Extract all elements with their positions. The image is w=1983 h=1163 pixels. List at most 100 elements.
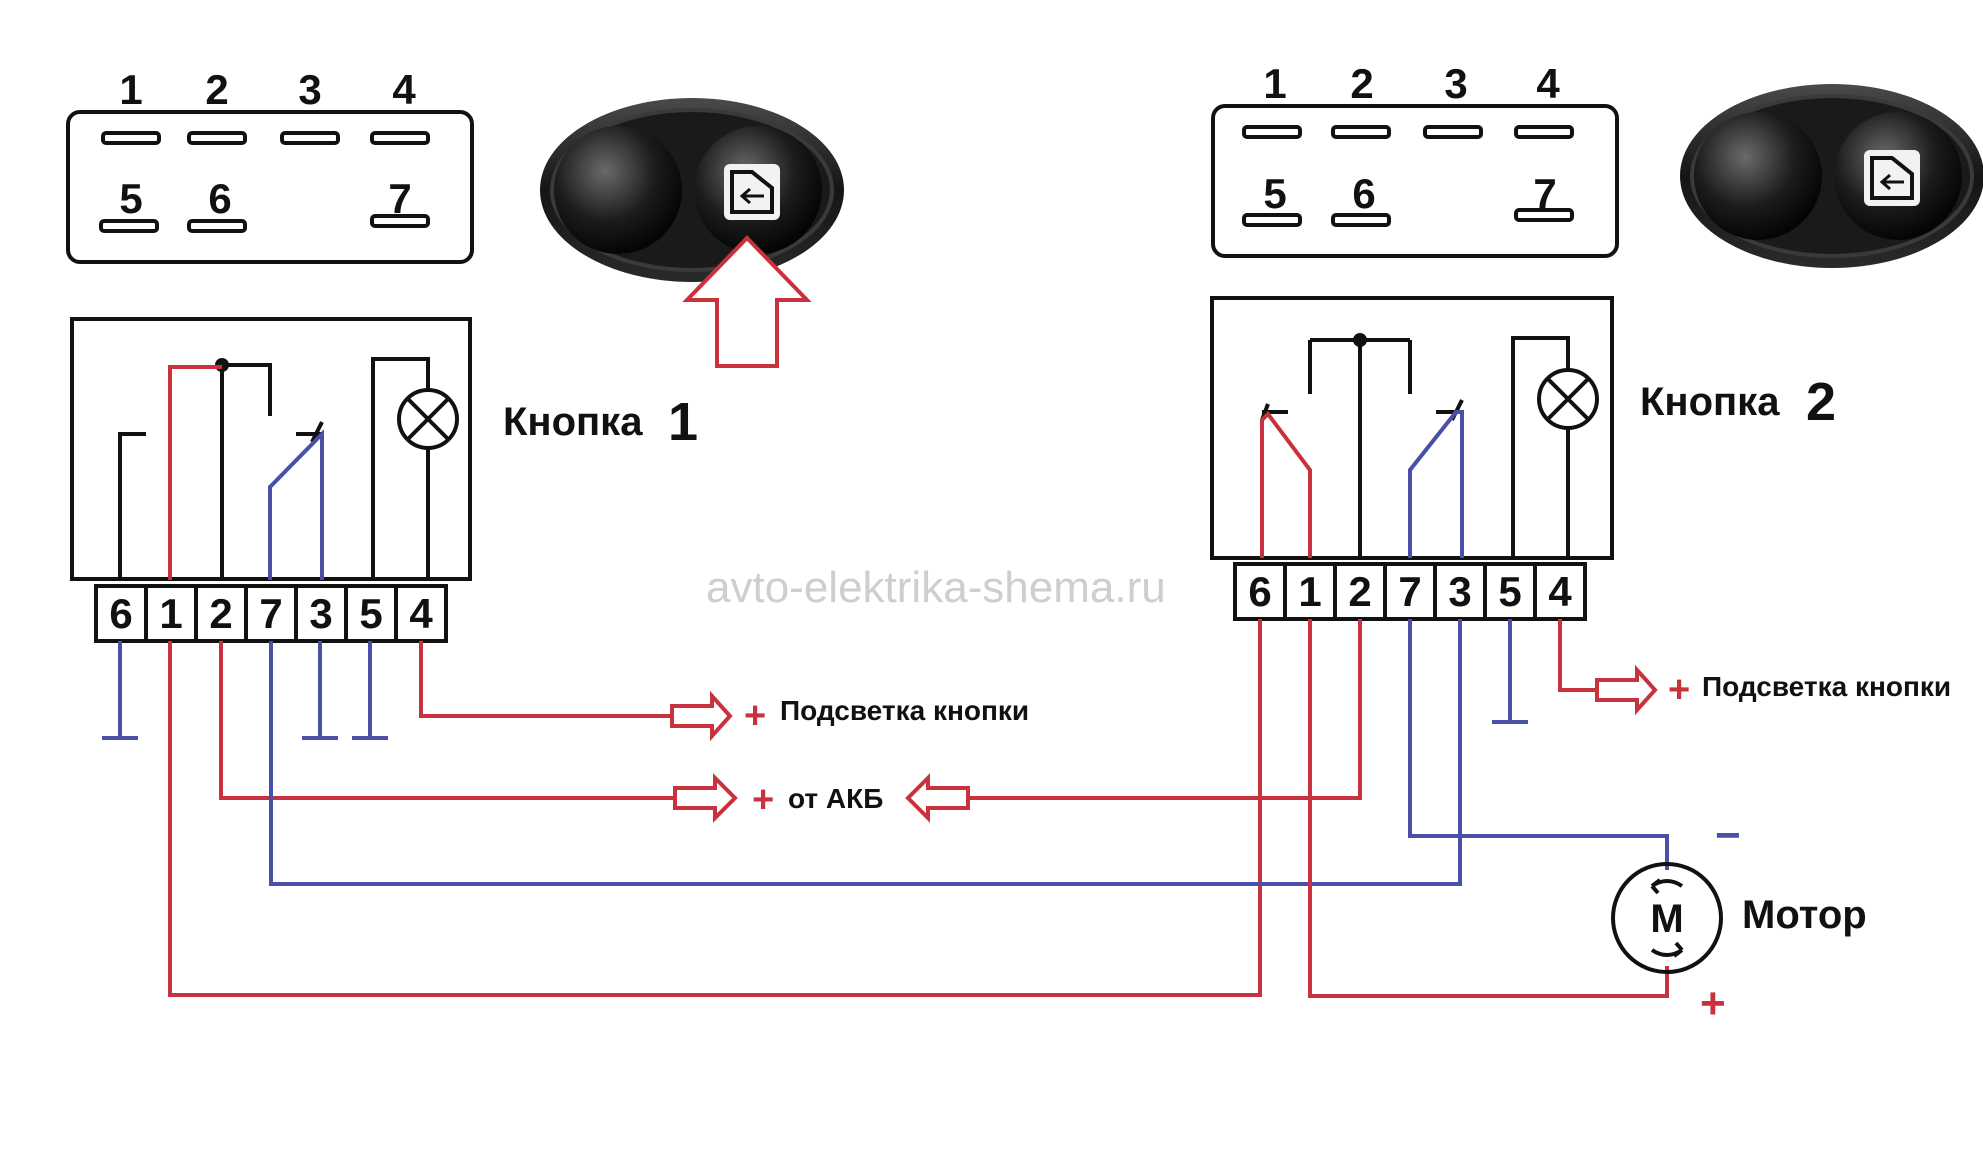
pin-slot: [1514, 125, 1574, 139]
pin-slot: [187, 131, 247, 145]
label-motor: Мотор: [1742, 893, 1867, 937]
pin-slot: [1331, 213, 1391, 227]
pin-slot: [370, 131, 430, 145]
svg-text:2: 2: [205, 66, 228, 113]
wire-motor-minus: [1408, 619, 1669, 870]
svg-text:3: 3: [298, 66, 321, 113]
motor-minus-sign: −: [1715, 811, 1741, 860]
svg-text:3: 3: [1444, 60, 1467, 107]
svg-text:Кнопка: Кнопка: [1640, 380, 1780, 424]
arrow-right-icon: [670, 690, 733, 742]
pin-slot: [1423, 125, 1483, 139]
svg-text:7: 7: [1533, 170, 1556, 217]
terminal-label: 1: [159, 590, 182, 637]
pin-number: 6: [208, 175, 231, 222]
wire-battery1: [219, 641, 675, 800]
pin-number: 4: [392, 66, 416, 113]
terminal-label: 3: [309, 590, 332, 637]
terminal-label: 5: [1498, 568, 1521, 615]
pin-number: 4: [1536, 60, 1560, 107]
door-window-icon: [724, 164, 780, 220]
terminal-label: 3: [1448, 568, 1471, 615]
pin-slot: [1242, 213, 1302, 227]
svg-text:5: 5: [119, 175, 142, 222]
svg-text:6: 6: [208, 175, 231, 222]
svg-text:7: 7: [388, 175, 411, 222]
ground-icon: [352, 641, 388, 740]
label-backlight1: Подсветка кнопки: [780, 695, 1029, 726]
plus-sign: +: [752, 779, 774, 821]
svg-text:5: 5: [1263, 170, 1286, 217]
button1-connector-pinout: 1 2 3 4 5 6 7: [66, 66, 474, 264]
door-window-icon: [1864, 150, 1920, 206]
arrow-up-icon: [682, 235, 812, 368]
button2-connector-pinout: 1 2 3 4 5 6 7: [1211, 60, 1619, 258]
plus-sign: +: [1668, 669, 1690, 711]
pin-number: 7: [388, 175, 411, 222]
pin-number: 7: [1533, 170, 1556, 217]
wire-b1p1-b2p6: [168, 619, 1262, 997]
pin-slot: [101, 131, 161, 145]
pin-slot: [370, 214, 430, 228]
svg-text:1: 1: [119, 66, 142, 113]
ground-icon: [1492, 619, 1528, 724]
pin-number: 1: [119, 66, 142, 113]
pin-slot: [280, 131, 340, 145]
button2-terminal-block: 6 1 2 7 3 5 4: [1233, 562, 1587, 621]
terminal-label: 6: [109, 590, 132, 637]
pin-slot: [1514, 208, 1574, 222]
wire-backlight1: [419, 641, 672, 718]
svg-text:4: 4: [392, 66, 416, 113]
label-backlight2: Подсветка кнопки: [1702, 671, 1951, 702]
pin-slot: [99, 219, 159, 233]
pin-number: 1: [1263, 60, 1286, 107]
svg-text:2: 2: [1806, 372, 1836, 432]
arrow-right-icon: [1595, 664, 1658, 716]
pin-slot: [1331, 125, 1391, 139]
watermark: avto-elektrika-shema.ru: [706, 563, 1166, 612]
wire-motor-plus: [1308, 619, 1669, 998]
terminal-label: 4: [1548, 568, 1572, 615]
window-switch-photo: [540, 98, 844, 282]
lamp-icon: [1537, 368, 1599, 430]
svg-text:2: 2: [1350, 60, 1373, 107]
button1-title: Кнопка 1: [503, 392, 698, 452]
svg-text:1: 1: [668, 392, 698, 452]
button1-terminal-block: 6 1 2 7 3 5 4: [94, 584, 448, 643]
lamp-icon: [397, 388, 459, 450]
label-battery: от АКБ: [788, 783, 883, 814]
wire-b1p7-b2p3: [269, 619, 1462, 886]
button2-title: Кнопка 2: [1640, 372, 1836, 432]
svg-text:4: 4: [1536, 60, 1560, 107]
wire-backlight2: [1558, 619, 1597, 692]
terminal-label: 7: [1398, 568, 1421, 615]
svg-text:1: 1: [1263, 60, 1286, 107]
button1-schematic: [70, 317, 472, 581]
arrow-left-icon: [905, 773, 970, 823]
pin-number: 2: [205, 66, 228, 113]
pin-number: 3: [298, 66, 321, 113]
motor-plus-sign: +: [1700, 979, 1726, 1028]
ground-icon: [102, 641, 138, 740]
terminal-label: 1: [1298, 568, 1321, 615]
pin-number: 5: [119, 175, 142, 222]
motor-icon: М: [1611, 862, 1723, 974]
svg-text:Кнопка: Кнопка: [503, 400, 643, 444]
terminal-label: 4: [409, 590, 433, 637]
terminal-label: 6: [1248, 568, 1271, 615]
plus-sign: +: [744, 695, 766, 737]
pin-number: 2: [1350, 60, 1373, 107]
pin-number: 5: [1263, 170, 1286, 217]
wire-battery2: [968, 619, 1362, 800]
terminal-label: 5: [359, 590, 382, 637]
svg-text:6: 6: [1352, 170, 1375, 217]
ground-icon: [302, 641, 338, 740]
pin-number: 3: [1444, 60, 1467, 107]
pin-number: 6: [1352, 170, 1375, 217]
svg-text:М: М: [1650, 897, 1683, 941]
window-switch-photo: [1680, 84, 1983, 268]
pin-slot: [187, 219, 247, 233]
arrow-right-icon: [673, 773, 738, 823]
terminal-label: 2: [209, 590, 232, 637]
